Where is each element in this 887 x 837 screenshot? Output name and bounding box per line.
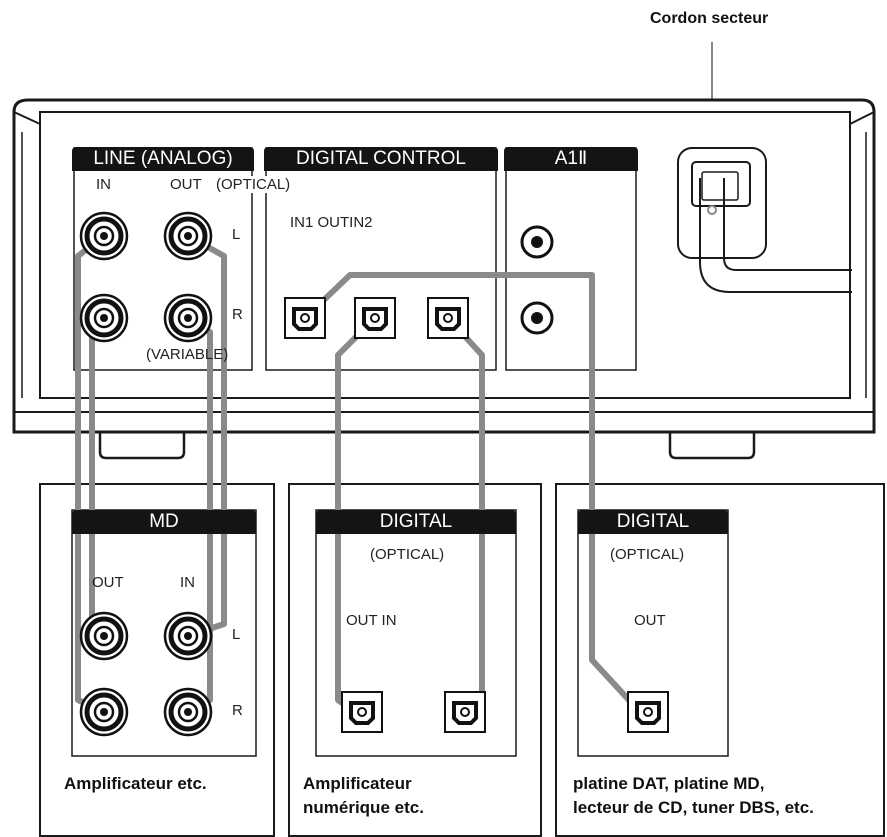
md-in-r-jack [165,689,211,735]
device-2-caption-1: Amplificateur [303,774,412,793]
unit-optical-in2-jack [426,296,470,340]
optical-sub-2: (OPTICAL) [370,546,445,563]
amp-optical-in-jack [443,690,487,734]
amp-optical-out-jack [340,690,384,734]
unit-line-out-l-jack [165,213,211,259]
unit-optical-in1-jack [283,296,327,340]
digital-header-2: DIGITAL [316,510,516,534]
line-out-label: OUT [170,176,202,193]
line-analog-header: LINE (ANALOG) [72,147,254,171]
unit-line-in-l-jack [81,213,127,259]
device-3-frame [555,483,885,837]
md-out-label: OUT [92,574,124,591]
line-l-label: L [232,226,241,243]
digital-control-header: DIGITAL CONTROL [264,147,498,171]
a1-header: A1Ⅱ [504,147,638,171]
md-in-l-jack [165,613,211,659]
source-optical-out-jack [626,690,670,734]
unit-line-out-r-jack [165,295,211,341]
device-1-caption: Amplificateur etc. [64,774,207,793]
md-l-label: L [232,626,241,643]
md-out-l-jack [81,613,127,659]
line-in-label: IN [96,176,111,193]
device-2-caption-2: numérique etc. [303,798,424,817]
variable-label: (VARIABLE) [146,346,229,363]
unit-optical-out-jack [353,296,397,340]
optical-label: (OPTICAL) [214,176,293,194]
ports-label-3: OUT [634,612,666,629]
md-header: MD [72,510,256,534]
device-2-frame [288,483,542,837]
a1-jack-2 [520,301,554,335]
md-in-label: IN [180,574,195,591]
unit-line-in-r-jack [81,295,127,341]
optical-sub-3: (OPTICAL) [610,546,685,563]
device-3-caption-2: lecteur de CD, tuner DBS, etc. [573,798,814,817]
md-r-label: R [232,702,243,719]
md-out-r-jack [81,689,127,735]
a1-jack-1 [520,225,554,259]
line-r-label: R [232,306,243,323]
power-cord-label: Cordon secteur [650,10,769,27]
device-3-caption-1: platine DAT, platine MD, [573,774,765,793]
digital-header-3: DIGITAL [578,510,728,534]
ports-label-2: OUT IN [346,612,397,629]
optical-port-labels: IN1 OUTIN2 [290,214,373,231]
